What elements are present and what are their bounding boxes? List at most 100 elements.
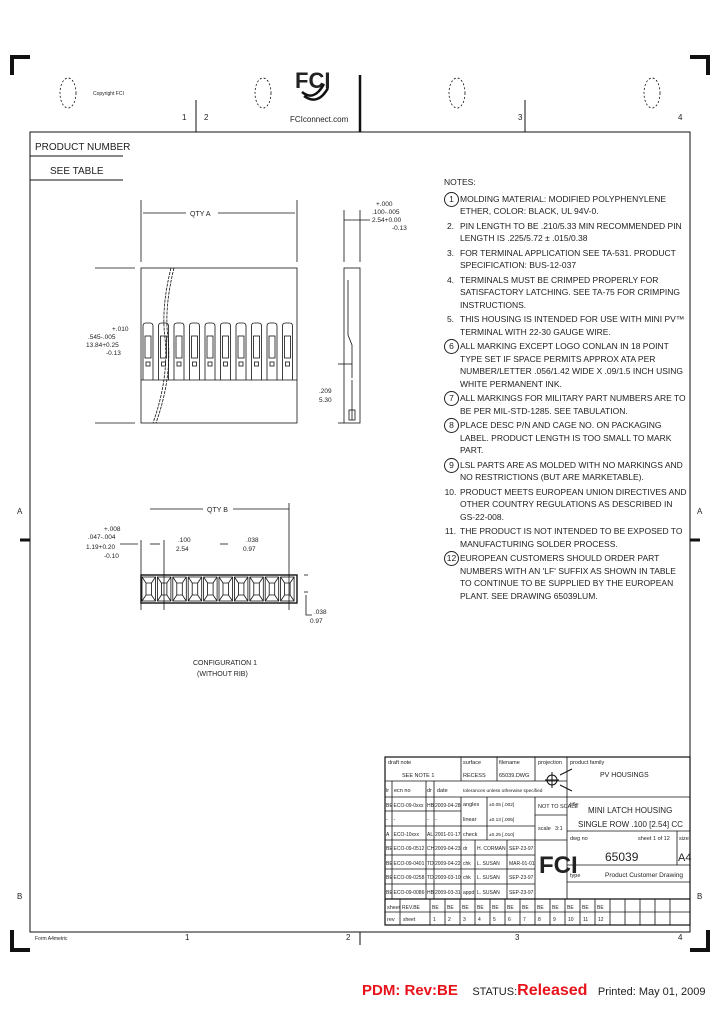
note-line: LSL PARTS ARE AS MOLDED WITH NO MARKINGS (460, 459, 663, 470)
sheet-num-cell: 10 (568, 917, 574, 923)
rev-cell: - (435, 817, 437, 823)
note-line: TERMINALS MUST BE CRIMPED PROPERLY FOR (460, 274, 659, 285)
contact-latch (192, 361, 197, 367)
note-number: 2. (446, 220, 455, 231)
dim-text: .047-.004 (88, 534, 116, 541)
sign-cell: SEP-23-97 (509, 890, 534, 896)
config-label: (WITHOUT RIB) (197, 671, 248, 678)
contact-slot (158, 322, 169, 380)
cavity-cell (156, 576, 172, 602)
tb-draft-note: SEE NOTE 1 (402, 773, 434, 779)
dim-text: 2.54+0.00 (372, 217, 401, 224)
side-view (338, 210, 370, 424)
note-line: CRIMPING INSTRUCTIONS. (460, 287, 680, 310)
rev-cell: ECO-09-0xxx (394, 803, 425, 809)
zone-label: 3 (518, 113, 523, 122)
contact-slot (204, 322, 216, 380)
note-line: THIS HOUSING IS INTENDED FOR USE WITH (460, 314, 642, 324)
contact-latch (207, 361, 213, 367)
rev-cell: 2001-01-17 (435, 832, 461, 838)
sheet-num-cell: 2 (448, 917, 451, 923)
note-line: MANUFACTURING SOLDER PROCESS. (460, 538, 618, 549)
note-line: MINI PV™ TERMINAL WITH 22-30 GAUGE (460, 314, 685, 337)
dim-text: .038 (314, 609, 327, 616)
note-line: PRODUCT SPECIFICATION: BUS-12-037 (460, 247, 676, 271)
sign-cell: H. CORMAN (477, 846, 506, 852)
note-number: 8 (444, 418, 459, 433)
note-number: 3. (446, 247, 455, 258)
corner-mark (10, 55, 30, 75)
sign-cell: TD (427, 861, 434, 867)
note-line: WIRE. (586, 326, 611, 337)
dim-text: 5.30 (319, 397, 332, 404)
sheet-rev-cell: BE (462, 905, 469, 911)
note-item: 3.FOR TERMINAL APPLICATION SEE TA-531. P… (444, 247, 688, 272)
contact-window (284, 335, 291, 359)
note-item: 10.PRODUCT MEETS EUROPEAN UNION DIRECTIV… (444, 486, 688, 524)
note-number: 9 (444, 457, 459, 473)
tb-col-header: lr (386, 788, 389, 794)
tb-label: title (570, 802, 579, 808)
sign-cell: ECO-09-0512 (394, 846, 425, 852)
contact-slot (251, 322, 262, 380)
corner-mark (690, 55, 710, 75)
dim-text: .209 (319, 388, 332, 395)
zone-label: B (17, 892, 22, 901)
printed-date: Printed: May 01, 2009 (597, 986, 706, 998)
zone-label: 2 (204, 113, 209, 122)
zone-label: 4 (678, 113, 683, 122)
note-item: 2.PIN LENGTH TO BE .210/5.33 MIN RECOMME… (444, 220, 688, 245)
tb-label: check (463, 832, 478, 838)
dim-text: .100 (178, 537, 191, 544)
cavity-detail (280, 576, 295, 602)
tb-label: surface (463, 760, 481, 766)
product-number-label: PRODUCT NUMBER (35, 142, 130, 153)
tb-tolerance-value: ±0.25 [.010] (489, 832, 514, 838)
sheet-rev-cell: BE (597, 905, 604, 911)
sheet-rev-cell: BE (552, 905, 559, 911)
note-item: 5.THIS HOUSING IS INTENDED FOR USE WITH … (444, 313, 688, 338)
contact-window (222, 335, 229, 359)
tb-title-line: MINI LATCH HOUSING (588, 806, 672, 815)
sign-cell: 2009-04-22 (435, 861, 461, 867)
dim-text: +.000 (376, 201, 393, 208)
tb-label: type (570, 873, 580, 879)
tb-label: product family (570, 760, 604, 766)
tb-sheet: sheet 1 of 12 (638, 836, 670, 842)
zone-label: B (697, 892, 702, 901)
configuration-view (120, 503, 312, 616)
sheet-num-cell: 3 (463, 917, 466, 923)
dim-text: .100-.005 (372, 209, 400, 216)
note-line: EUROPEAN CUSTOMERS SHOULD ORDER PART NUM… (460, 553, 660, 576)
contact-window (191, 335, 198, 359)
note-line: MOLDING MATERIAL: MODIFIED POLYPHENYLENE (460, 193, 667, 204)
note-number: 11. (444, 526, 457, 536)
tb-tolerance-value: ±0.05 [.002] (489, 802, 514, 808)
dim-text: +.008 (104, 526, 121, 533)
rev-cell: ECO-10xxx (394, 832, 420, 838)
tb-col-header: dr (427, 788, 432, 794)
dim-text: 2.54 (176, 546, 189, 553)
sign-cell: BE (386, 846, 393, 852)
sheet-num-cell: 8 (538, 917, 541, 923)
punch-hole-icon (643, 77, 661, 109)
note-number: 12 (444, 551, 459, 566)
contact-window (175, 335, 183, 359)
note-line: THE PRODUCT IS NOT INTENDED TO BE EXPOSE… (460, 526, 683, 536)
note-line: LABEL. PRODUCT LENGTH IS TOO SMALL TO (460, 432, 645, 443)
config-label: CONFIGURATION 1 (193, 660, 257, 667)
zone-label: 1 (182, 113, 187, 122)
tb-filename: 65039.DWG (499, 773, 529, 779)
cavity-cell (141, 576, 156, 602)
rev-cell: HB (427, 803, 435, 809)
sign-cell: BE (386, 861, 393, 867)
zone-label: A (697, 507, 703, 516)
tb-scale: 3:1 (555, 826, 563, 832)
cavity-detail (264, 576, 280, 602)
cavity-detail (157, 576, 172, 602)
contact-latch (223, 361, 228, 367)
tb-surface: RECESS (463, 773, 486, 779)
note-line: PLACE DESC P/N AND CAGE NO. ON PACKAGING (460, 420, 662, 430)
